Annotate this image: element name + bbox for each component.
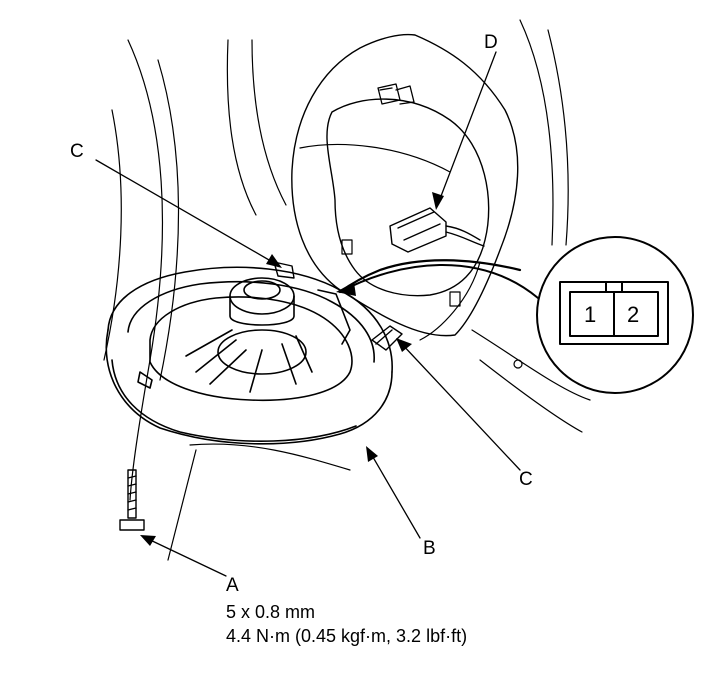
- speaker: [105, 266, 393, 445]
- clip-c-upper: [273, 261, 295, 279]
- callout-b: B: [423, 538, 436, 559]
- connector-face: [559, 281, 669, 345]
- magnifier-leader: [339, 264, 539, 299]
- mount-hole-3: [513, 359, 523, 369]
- door-panel-lines: [103, 19, 591, 501]
- door-opening-outer: [291, 33, 519, 337]
- door-opening-inner: [326, 98, 490, 297]
- bolt-torque-spec: 4.4 N·m (0.45 kgf·m, 3.2 lbf·ft): [226, 626, 468, 646]
- clip-c-lower: [371, 325, 403, 351]
- retainer-clip: [377, 83, 415, 105]
- callout-c-lower: C: [519, 469, 533, 490]
- connector-pin-2: 2: [627, 302, 640, 327]
- callout-d: D: [484, 32, 498, 53]
- leader-lines: [95, 51, 521, 577]
- callout-a: A: [226, 575, 239, 596]
- bolt-guide-line: [167, 449, 197, 561]
- arrowheads: [140, 192, 444, 546]
- bolt: [119, 469, 145, 531]
- callout-c-upper: C: [70, 141, 84, 162]
- mount-hole-2: [449, 291, 461, 307]
- connector-pin-1: 1: [584, 302, 597, 327]
- magnifier-arrow: [336, 282, 356, 296]
- connector-magnifier: [536, 236, 694, 394]
- mount-hole-1: [341, 239, 353, 255]
- bolt-size-spec: 5 x 0.8 mm: [226, 602, 316, 622]
- speaker-wire-2: [419, 261, 481, 341]
- harness-connector: [389, 207, 485, 253]
